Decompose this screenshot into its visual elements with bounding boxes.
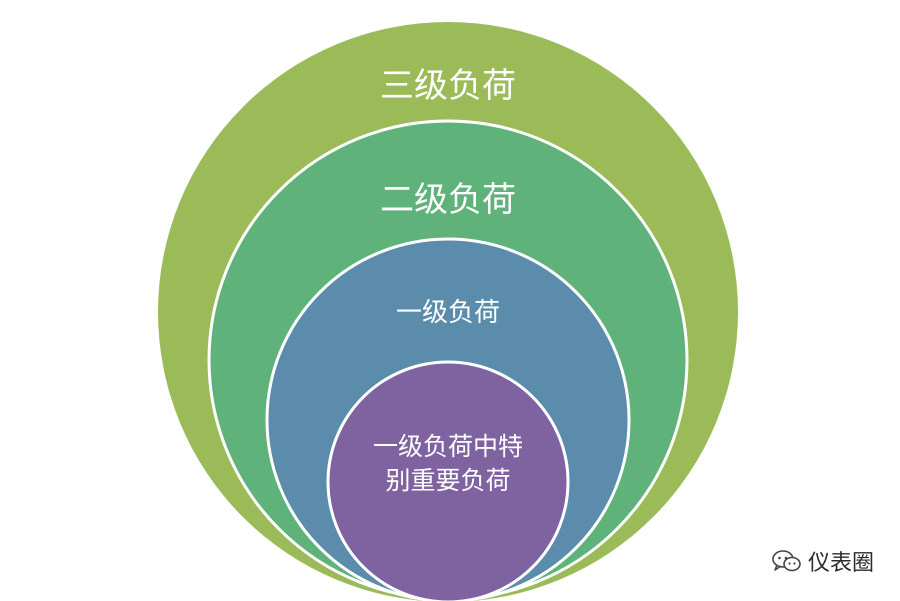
wechat-icon xyxy=(772,550,801,572)
ring-label-level1: 一级负荷 xyxy=(395,298,501,328)
watermark: 仪表圈 xyxy=(772,545,874,577)
ring-label-level3: 三级负荷 xyxy=(380,66,516,106)
ring-label-core: 一级负荷中特别重要负荷 xyxy=(373,432,524,495)
ring-label-level2: 二级负荷 xyxy=(380,180,516,220)
watermark-text: 仪表圈 xyxy=(808,551,875,576)
ring-core xyxy=(326,360,570,601)
